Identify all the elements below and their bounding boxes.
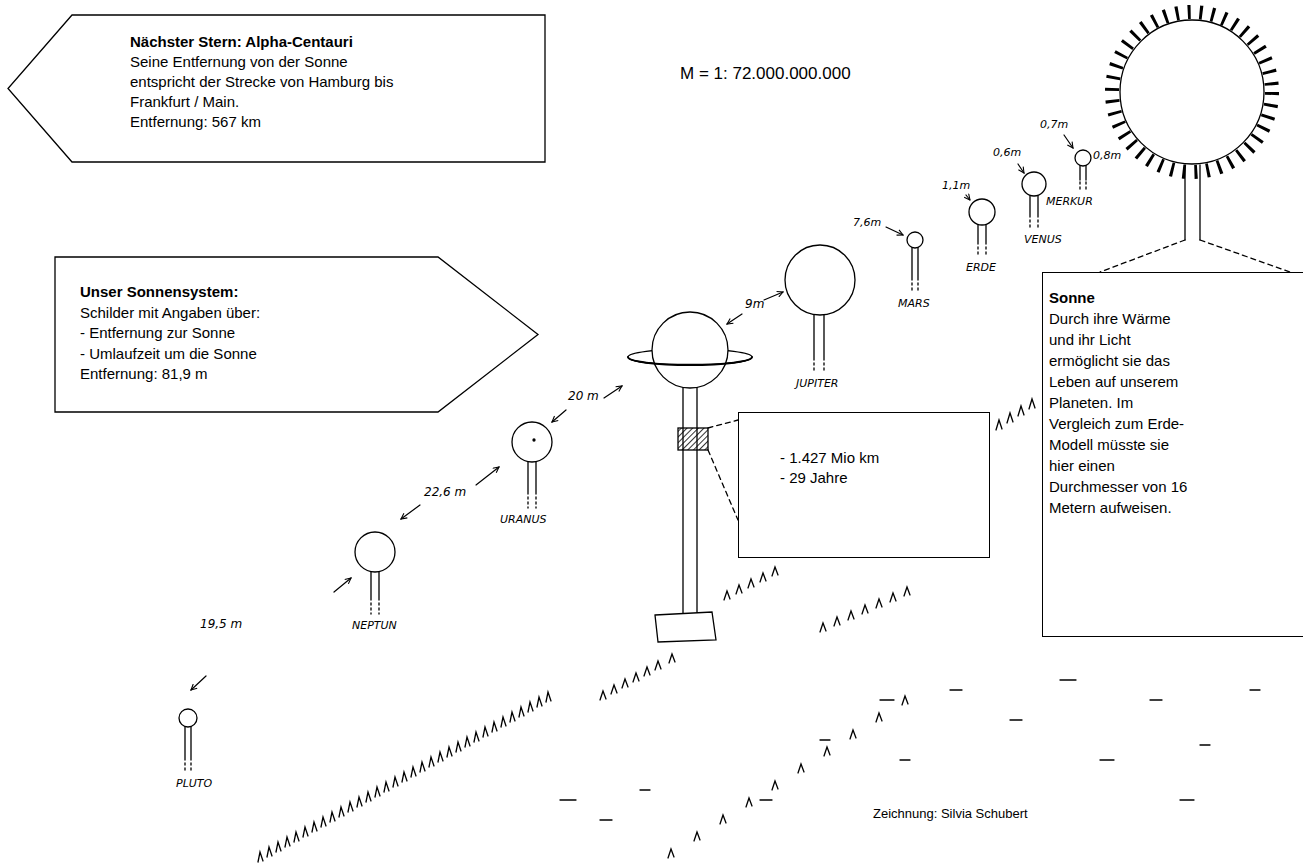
planet-pole (978, 247, 986, 256)
planet-sign: - 1.427 Mio km- 29 Jahre (738, 412, 990, 558)
distance-label: 0,7m (1040, 119, 1068, 132)
planet-name: VENUS (1024, 234, 1062, 247)
sign-outline (55, 257, 538, 412)
saturn-sign (678, 428, 708, 450)
text-column: Nächster Stern: Alpha-CentauriSeine Entf… (130, 32, 405, 132)
box-heading: Sonne (1049, 287, 1194, 308)
grass (668, 696, 908, 858)
sign-outline (8, 15, 545, 162)
planet-name: ERDE (966, 262, 996, 275)
text-column: Unser Sonnensystem:Schilder mit Angaben … (80, 282, 410, 385)
planet-pluto (179, 709, 197, 727)
grass (996, 399, 1035, 430)
planet-pole (528, 462, 536, 494)
planet-mars (907, 232, 923, 248)
distance-label: 1,1m (942, 180, 970, 193)
planet-pole (814, 363, 824, 372)
planet-erde (969, 199, 995, 225)
saturn-base (655, 612, 716, 642)
box-text: - 1.427 Mio km (780, 448, 970, 468)
grass (820, 587, 910, 632)
planet-name: MERKUR (1046, 196, 1093, 209)
planet-name: JUPITER (796, 378, 839, 391)
planet-neptun (355, 532, 395, 572)
grass (600, 654, 675, 700)
planet-name: MARS (898, 298, 930, 311)
scale-label: M = 1: 72.000.000.000 (680, 64, 851, 84)
box-text: - Entfernung zur Sonne (80, 323, 410, 344)
saturn-pole (683, 388, 697, 627)
box-text: Durch ihre Wärme und ihr Licht ermöglich… (1049, 308, 1194, 518)
box-text: Entfernung: 567 km (130, 112, 405, 132)
planet-pole (185, 727, 191, 760)
planet-pole (528, 497, 536, 508)
planet-name: NEPTUN (352, 620, 397, 633)
planet-pole (978, 225, 986, 244)
text-column: SonneDurch ihre Wärme und ihr Licht ermö… (1049, 287, 1194, 518)
box-text: - Umlaufzeit um die Sonne (80, 344, 410, 365)
pointer-sign-right: Unser Sonnensystem:Schilder mit Angaben … (55, 257, 538, 412)
drawing-credit: Zeichnung: Silvia Schubert (873, 806, 1028, 821)
box-heading: Nächster Stern: Alpha-Centauri (130, 32, 405, 52)
distance-label: 0,6m (993, 147, 1021, 160)
sun-pole (1185, 165, 1200, 240)
leader-line (1100, 240, 1290, 272)
saturn-ring (628, 357, 752, 365)
text-column: - 1.427 Mio km- 29 Jahre (780, 448, 970, 488)
distance-label: 9m (745, 298, 764, 312)
sun-rays (1112, 12, 1272, 172)
sun (1120, 20, 1264, 164)
distance-label: 19,5 m (200, 618, 242, 632)
planet-uranus (512, 422, 552, 462)
distance-label: 22,6 m (424, 486, 466, 500)
leader-line (708, 420, 738, 520)
planet-dot (533, 439, 535, 441)
planet-pole (912, 283, 918, 292)
box-text: - 29 Jahre (780, 468, 970, 488)
planet-pole (814, 315, 824, 360)
info-box: SonneDurch ihre Wärme und ihr Licht ermö… (1042, 272, 1303, 637)
grass (258, 692, 551, 862)
box-text: Schilder mit Angaben über: (80, 303, 410, 324)
planet-pole (912, 248, 918, 280)
box-text: Seine Entfernung von der Sonne entsprich… (130, 52, 405, 112)
planet-pole (185, 763, 191, 772)
planet-venus (1022, 172, 1046, 196)
box-text: Entfernung: 81,9 m (80, 364, 410, 385)
grass (724, 567, 778, 600)
planet-name: PLUTO (176, 778, 212, 791)
planet-pole (1080, 182, 1086, 190)
distance-label: 0,8m (1093, 150, 1121, 163)
box-heading: Unser Sonnensystem: (80, 282, 410, 303)
planet-saturn (652, 312, 728, 388)
planet-pole (1030, 196, 1038, 217)
saturn-ring (632, 360, 748, 364)
distance-label: 7,6m (853, 217, 881, 230)
planet-pole (371, 572, 379, 600)
planet-merkur (1075, 150, 1091, 166)
planet-jupiter (785, 245, 855, 315)
pointer-sign-left: Nächster Stern: Alpha-CentauriSeine Entf… (8, 15, 545, 162)
distance-label: 20 m (568, 390, 599, 404)
planet-name: URANUS (500, 514, 546, 527)
ground-dashes (560, 680, 1260, 820)
planet-pole (1030, 220, 1038, 228)
planet-pole (1080, 166, 1086, 180)
planet-pole (371, 603, 379, 614)
